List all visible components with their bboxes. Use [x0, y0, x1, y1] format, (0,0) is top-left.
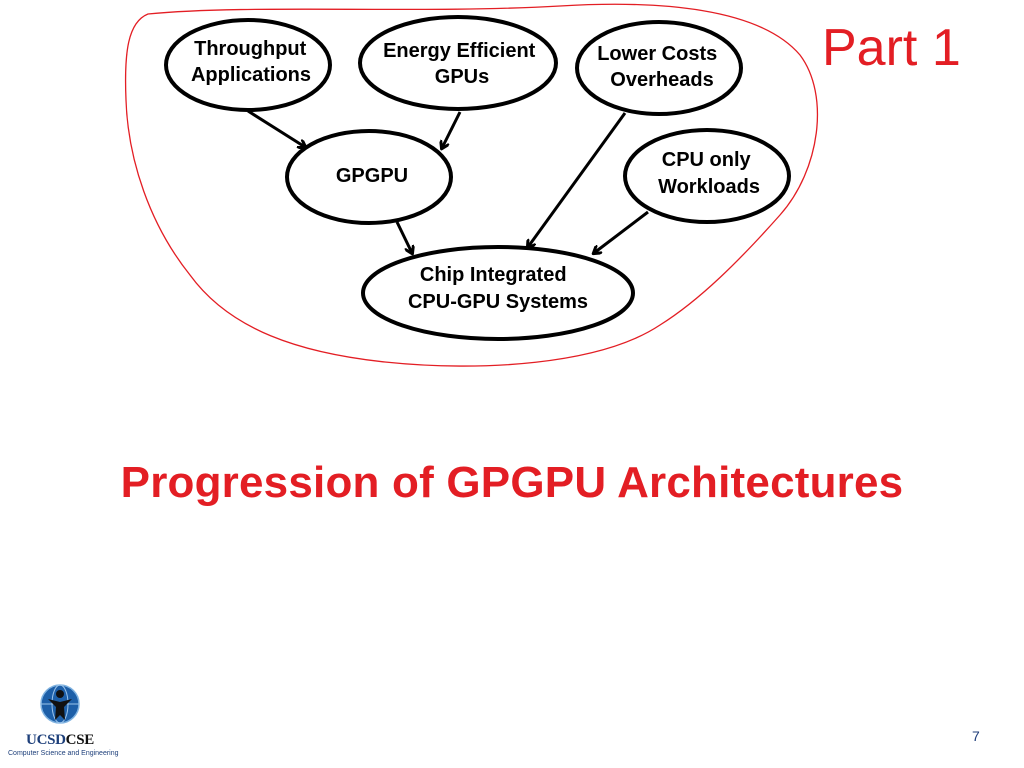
edges-layer	[247, 109, 649, 253]
node-lowercosts-line-2: Overheads	[610, 69, 713, 91]
part-label: Part 1	[822, 19, 961, 77]
edge-lowercosts-to-chip	[528, 112, 627, 247]
logo-subtitle: Computer Science and Engineering	[8, 750, 119, 757]
logo-word-main: UCSD	[26, 732, 66, 748]
node-throughput-applications: Throughput Applications	[164, 18, 332, 112]
part-1-boundary	[124, 3, 818, 367]
node-lower-costs-overheads: Lower Costs Overheads	[575, 20, 743, 116]
node-cpuonly-line-1: CPU only	[662, 149, 752, 171]
logo-word-suffix: CSE	[65, 732, 95, 748]
ucsd-person-globe-icon	[40, 684, 80, 724]
node-energy-line-1: Energy Efficient	[383, 40, 536, 62]
node-energy-line-2: GPUs	[435, 66, 489, 88]
slide-title: Progression of GPGPU Architectures	[120, 458, 904, 507]
progression-diagram: Throughput Applications Energy Efficient…	[124, 3, 818, 367]
node-lowercosts-line-1: Lower Costs	[597, 43, 717, 65]
svg-text:Chip Integrated CPU-GPU: Chip Integrated CPU-GPU Systems	[408, 264, 588, 313]
svg-text:Throughput Applications: Throughput Applications	[191, 38, 312, 86]
node-cpu-only-workloads: CPU only Workloads	[623, 128, 791, 224]
logo-wordmark: UCSDCSE	[8, 732, 112, 749]
ucsd-cse-logo: UCSDCSE Computer Science and Engineering	[8, 682, 119, 762]
edge-cpuonly-to-chip	[594, 210, 649, 253]
node-gpgpu: GPGPU	[285, 129, 453, 225]
edge-throughput-to-gpgpu	[247, 109, 305, 147]
svg-text:CPU only Workloads: CPU only Workloads	[658, 149, 760, 198]
node-throughput-line-1: Throughput	[194, 38, 307, 60]
svg-text:Energy Efficient GPUs: Energy Efficient GPUs	[383, 40, 541, 88]
node-energy-efficient-gpus: Energy Efficient GPUs	[358, 15, 558, 111]
node-gpgpu-line-1: GPGPU	[336, 165, 408, 187]
node-chip-line-2: CPU-GPU Systems	[408, 291, 588, 313]
edge-energy-to-gpgpu	[442, 111, 462, 148]
node-chip-integrated-cpu-gpu-systems: Chip Integrated CPU-GPU Systems	[361, 245, 635, 341]
page-number: 7	[972, 728, 980, 744]
svg-text:GPGPU: GPGPU	[336, 165, 408, 187]
svg-text:Lower Costs Overheads: Lower Costs Overheads	[597, 43, 723, 91]
node-chip-line-1: Chip Integrated	[420, 264, 567, 286]
edge-gpgpu-to-chip	[395, 221, 412, 253]
node-throughput-line-2: Applications	[191, 64, 311, 86]
node-cpuonly-line-2: Workloads	[658, 176, 760, 198]
